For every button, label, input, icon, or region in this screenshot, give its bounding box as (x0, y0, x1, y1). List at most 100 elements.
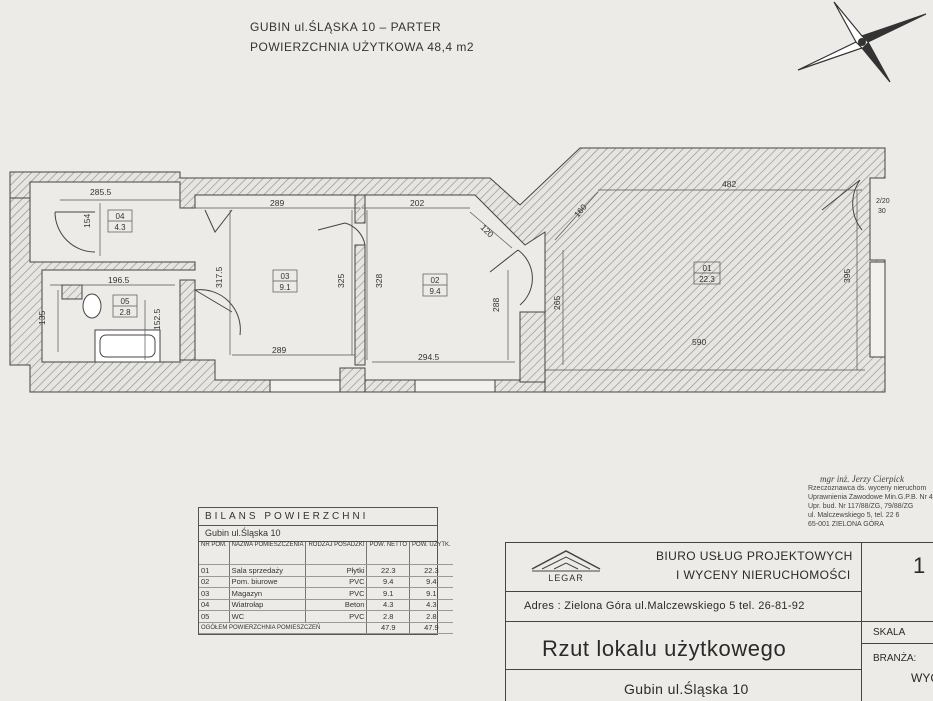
scale-cell: SKALA (861, 621, 933, 644)
room-03: 03 9.1 (272, 269, 298, 293)
location-cell: Gubin ul.Śląska 10 (506, 669, 862, 701)
stamp-line-5: 65-001 ZIELONA GÓRA (808, 521, 884, 528)
drawing-title: Rzut lokalu użytkowego (542, 636, 787, 661)
company-cell: LEGAR BIURO USŁUG PROJEKTOWYCH I WYCENY … (506, 543, 862, 592)
area-balance-table: BILANS POWIERZCHNI Gubin ul.Śląska 10 NR… (198, 507, 453, 635)
dim-2-20: 2/20 (876, 198, 890, 205)
col-uzytk: POW. UŻYTK. (409, 542, 453, 565)
room-labels: 04 4.3 05 2.8 03 9.1 02 9.4 (107, 209, 721, 318)
cell-uzytk: 2.8 (409, 610, 453, 623)
wc-fixtures (82, 293, 161, 363)
drawing-location: Gubin ul.Śląska 10 (624, 681, 749, 697)
room-04-number: 04 (116, 212, 125, 221)
dim-325: 325 (336, 274, 346, 288)
windows (269, 261, 886, 393)
room-05-area: 2.8 (119, 308, 131, 317)
dim-328: 328 (374, 274, 384, 288)
dimension-lines (50, 189, 865, 371)
cell-nr: 01 (199, 564, 230, 577)
dim-152-5: 152.5 (152, 308, 162, 330)
cell-netto: 9.1 (366, 587, 411, 600)
cell-nr: 04 (199, 599, 230, 611)
table-row: 01 Sala sprzedaży Płytki 22.3 22.3 (199, 564, 453, 577)
total-uzytk: 47.9 (409, 622, 453, 634)
stamp-line-2: Uprawnienia Zawodowe Min.G.P.B. Nr 4 (808, 494, 933, 501)
dim-30: 30 (878, 208, 886, 215)
dim-294-5: 294.5 (418, 352, 440, 362)
branch-value: WYC (911, 671, 933, 685)
dim-590: 590 (692, 337, 706, 347)
dim-265: 265 (552, 296, 562, 310)
dim-154: 154 (82, 214, 92, 228)
cell-netto: 4.3 (366, 599, 411, 611)
balance-header-row: NR POM. NAZWA POMIESZCZENIA RODZAJ POSAD… (199, 542, 453, 565)
total-netto: 47.9 (366, 622, 411, 634)
company-name-1: BIURO USŁUG PROJEKTOWYCH (656, 549, 853, 563)
sheet-number-cell: 1 (861, 543, 933, 622)
room-01-area: 22.3 (699, 275, 715, 284)
header-usable-area: POWIERZCHNIA UŻYTKOWA 48,4 m2 (250, 40, 475, 54)
dim-120: 120 (479, 222, 496, 239)
cell-nr: 02 (199, 576, 230, 588)
stamp-line-4: ul. Malczewskiego 5, tel. 22 6 (808, 512, 900, 519)
room-03-number: 03 (281, 272, 290, 281)
dim-482: 482 (722, 179, 736, 189)
room-04: 04 4.3 (107, 209, 133, 233)
surveyor-name: mgr inż. Jerzy Cierpick (820, 474, 904, 484)
drawing-title-cell: Rzut lokalu użytkowego (506, 621, 862, 670)
room-04-area: 4.3 (114, 223, 126, 232)
room-02-area: 9.4 (429, 287, 441, 296)
company-name-2: I WYCENY NIERUCHOMOŚCI (676, 568, 851, 582)
stamp-line-3: Upr. bud. Nr 117/88/ZG, 79/88/ZG (808, 503, 914, 510)
room-02-number: 02 (431, 276, 440, 285)
room-01: 01 22.3 (693, 261, 721, 285)
room-03-area: 9.1 (279, 283, 291, 292)
room-05: 05 2.8 (112, 294, 138, 318)
cell-name: WC (229, 610, 307, 623)
cell-uzytk: 9.1 (409, 587, 453, 600)
logo-text: LEGAR (548, 573, 584, 583)
company-address: Adres : Zielona Góra ul.Malczewskiego 5 … (524, 600, 805, 612)
cell-name: Wiatrołap (229, 599, 307, 611)
branch-cell: BRANŻA: WYC (861, 643, 933, 701)
table-row: 02 Pom. biurowe PVC 9.4 9.4 (199, 576, 453, 588)
cell-name: Sala sprzedaży (229, 564, 307, 577)
legar-logo-icon: LEGAR (531, 550, 601, 583)
dim-202: 202 (410, 198, 424, 208)
walls (9, 147, 886, 393)
sheet-number: 1 (913, 553, 926, 578)
cell-uzytk: 9.4 (409, 576, 453, 588)
dim-285-5: 285.5 (90, 187, 112, 197)
dim-289-top: 289 (270, 198, 284, 208)
cell-netto: 22.3 (366, 564, 411, 577)
cell-floor: PVC (305, 610, 368, 623)
col-floor: RODZAJ POSADZKI (305, 542, 368, 565)
dim-288: 288 (491, 298, 501, 312)
header-address: GUBIN ul.ŚLĄSKA 10 – PARTER (250, 20, 442, 34)
cell-uzytk: 4.3 (409, 599, 453, 611)
title-block: LEGAR BIURO USŁUG PROJEKTOWYCH I WYCENY … (505, 542, 933, 701)
dim-317-5: 317.5 (214, 266, 224, 288)
cell-floor: Płytki (305, 564, 368, 577)
branch-label: BRANŻA: (873, 653, 917, 664)
north-arrow-icon (797, 1, 927, 83)
balance-subtitle: Gubin ul.Śląska 10 (199, 526, 437, 542)
scale-label: SKALA (873, 627, 906, 638)
balance-title: BILANS POWIERZCHNI (199, 508, 437, 526)
floor-plan: 285.5 154 196.5 135 152.5 289 317.5 325 … (9, 1, 927, 393)
cell-name: Magazyn (229, 587, 307, 600)
cell-nr: 05 (199, 610, 230, 623)
cell-floor: Beton (305, 599, 368, 611)
total-row: OGÓŁEM POWIERZCHNIA POMIESZCZEŃ 47.9 47.… (199, 622, 453, 634)
table-row: 05 WC PVC 2.8 2.8 (199, 610, 453, 623)
cell-name: Pom. biurowe (229, 576, 307, 588)
dim-135: 135 (37, 311, 47, 325)
room-02: 02 9.4 (422, 273, 448, 297)
cell-floor: PVC (305, 587, 368, 600)
cell-netto: 2.8 (366, 610, 411, 623)
stamp-line-1: Rzeczoznawca ds. wyceny nieruchom (808, 485, 927, 492)
cell-floor: PVC (305, 576, 368, 588)
surveyor-stamp: mgr inż. Jerzy Cierpick Rzeczoznawca ds.… (808, 475, 933, 529)
col-name: NAZWA POMIESZCZENIA (229, 542, 307, 565)
